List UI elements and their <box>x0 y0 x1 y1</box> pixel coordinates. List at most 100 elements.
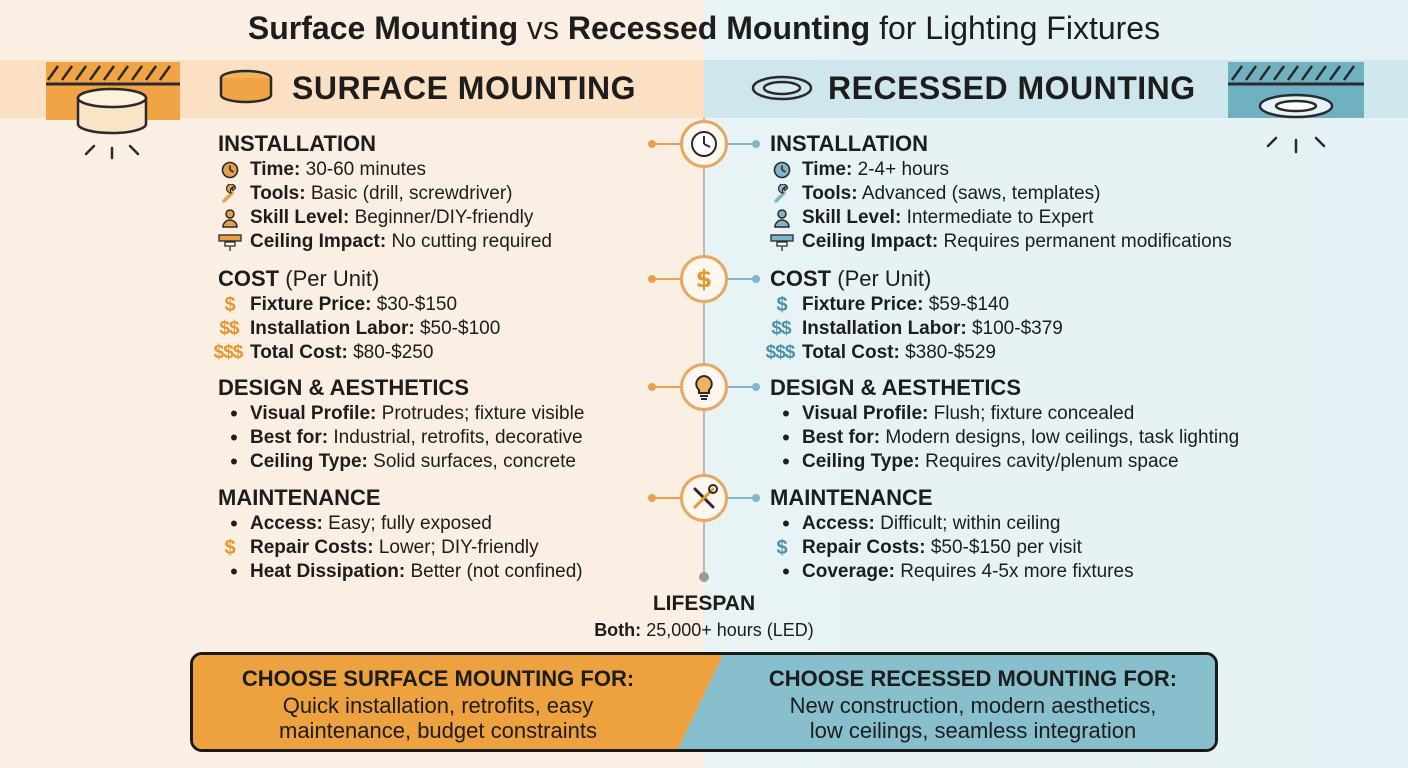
item-label: Time: <box>802 159 853 180</box>
wrench-icon <box>218 182 242 206</box>
page-title: Surface Mounting vs Recessed Mounting fo… <box>0 10 1408 47</box>
item-label: Visual Profile: <box>802 403 929 424</box>
bullet-icon: • <box>782 559 790 584</box>
list-item: •Visual Profile: Flush; fixture conceale… <box>770 402 1239 426</box>
recessed-recommendation-title: CHOOSE RECESSED MOUNTING FOR: <box>768 666 1178 691</box>
item-value: Advanced (saws, templates) <box>861 183 1101 204</box>
title-surface: Surface Mounting <box>247 10 519 46</box>
dollar-icon: $ <box>224 537 236 559</box>
title-tail: for Lighting Fixtures <box>879 10 1161 46</box>
item-label: Skill Level: <box>250 207 350 228</box>
item-label: Repair Costs: <box>250 537 374 558</box>
section-heading-sub: (Per Unit) <box>285 266 380 291</box>
list-item: Tools: Basic (drill, screwdriver) <box>218 182 552 206</box>
surface-ceiling-light-illustration <box>46 62 180 160</box>
section-heading-text: COST <box>770 266 832 291</box>
item-value: Solid surfaces, concrete <box>373 451 576 472</box>
lifespan-title: LIFESPAN <box>652 592 756 615</box>
design-section: DESIGN & AESTHETICS•Visual Profile: Flus… <box>770 374 1239 474</box>
item-label: Installation Labor: <box>250 318 415 339</box>
list-item: Skill Level: Beginner/DIY-friendly <box>218 206 552 230</box>
bullet-icon: • <box>782 511 790 536</box>
list-item: •Visual Profile: Protrudes; fixture visi… <box>218 402 584 426</box>
cost-section: COST (Per Unit)$Fixture Price: $30-$150$… <box>214 265 501 365</box>
recessed-recommendation: CHOOSE RECESSED MOUNTING FOR: New constr… <box>743 665 1203 743</box>
surface-recommendation-line: Quick installation, retrofits, easy <box>282 693 594 718</box>
connector-left <box>648 275 680 283</box>
list-item: •Access: Difficult; within ceiling <box>770 512 1134 536</box>
list-item: Skill Level: Intermediate to Expert <box>770 206 1232 230</box>
dollar-icon: $ <box>776 294 788 316</box>
item-value: $380-$529 <box>905 342 996 363</box>
lifespan-hours: 25,000+ hours (LED) <box>646 620 814 640</box>
item-value: No cutting required <box>391 231 553 252</box>
item-value: Flush; fixture concealed <box>933 403 1135 424</box>
item-label: Skill Level: <box>802 207 902 228</box>
list-item: Time: 2-4+ hours <box>770 158 1232 182</box>
dollar-icon: $ <box>224 294 236 316</box>
svg-text:$: $ <box>696 265 713 293</box>
bullet-icon: • <box>230 511 238 536</box>
installation-heading: INSTALLATION <box>218 130 552 158</box>
maintenance-section: MAINTENANCE•Access: Easy; fully exposed$… <box>218 484 583 584</box>
clock-icon <box>770 158 794 182</box>
bullet-icon: • <box>230 425 238 450</box>
item-label: Fixture Price: <box>250 294 372 315</box>
bullet-icon: • <box>230 449 238 474</box>
list-item: $Fixture Price: $30-$150 <box>218 293 500 317</box>
list-item: $Repair Costs: $50-$150 per visit <box>770 536 1134 560</box>
item-label: Repair Costs: <box>802 537 926 558</box>
center-divider-end-dot <box>699 572 709 582</box>
surface-recommendation: CHOOSE SURFACE MOUNTING FOR: Quick insta… <box>213 665 663 743</box>
item-value: Requires 4-5x more fixtures <box>900 561 1134 582</box>
item-value: Basic (drill, screwdriver) <box>310 183 513 204</box>
maintenance-heading: MAINTENANCE <box>770 484 1134 512</box>
recessed-recommendation-line: low ceilings, seamless integration <box>809 718 1137 743</box>
item-value: 30-60 minutes <box>305 159 427 180</box>
connector-left <box>648 383 680 391</box>
item-label: Ceiling Type: <box>250 451 368 472</box>
lifespan-label: Both: <box>594 620 642 640</box>
maintenance-section: MAINTENANCE•Access: Difficult; within ce… <box>770 484 1134 584</box>
item-value: $100-$379 <box>971 318 1063 339</box>
list-item: •Best for: Modern designs, low ceilings,… <box>770 426 1239 450</box>
item-label: Heat Dissipation: <box>250 561 406 582</box>
item-value: $80-$250 <box>353 342 434 363</box>
wrench-icon <box>770 182 794 206</box>
dollar-icon: $ <box>776 537 788 559</box>
list-item: Ceiling Impact: Requires permanent modif… <box>770 230 1232 254</box>
section-heading-sub: (Per Unit) <box>837 266 932 291</box>
lifespan-value: Both: 25,000+ hours (LED) <box>0 620 1408 641</box>
list-item: •Best for: Industrial, retrofits, decora… <box>218 426 584 450</box>
list-item: • Access: Easy; fully exposed <box>218 512 583 536</box>
dollar-icon: $$$ <box>213 342 244 363</box>
list-item: $$$Total Cost: $80-$250 <box>214 341 500 365</box>
recessed-fixture-icon <box>751 75 813 101</box>
design-section: DESIGN & AESTHETICS•Visual Profile: Prot… <box>218 374 584 474</box>
item-value: Easy; fully exposed <box>328 513 492 534</box>
surface-recommendation-line: maintenance, budget constraints <box>279 718 597 743</box>
ceiling-icon <box>770 230 794 254</box>
dollar-icon: $$ <box>771 318 791 339</box>
bullet-icon: • <box>782 449 790 474</box>
list-item: $ Repair Costs: Lower; DIY-friendly <box>218 536 583 560</box>
connector-right <box>728 275 760 283</box>
connector-left <box>648 494 680 502</box>
item-label: Time: <box>250 159 301 180</box>
item-label: Access: <box>250 513 323 534</box>
list-item: $$Installation Labor: $50-$100 <box>218 317 500 341</box>
item-value: 2-4+ hours <box>857 159 949 180</box>
title-vs: vs <box>527 10 560 46</box>
clock-icon <box>218 158 242 182</box>
bullet-icon: • <box>230 401 238 426</box>
person-icon <box>218 206 242 230</box>
list-item: $$Installation Labor: $100-$379 <box>770 317 1063 341</box>
item-value: Lower; DIY-friendly <box>378 537 539 558</box>
installation-node <box>680 120 728 168</box>
item-label: Best for: <box>250 427 329 448</box>
item-label: Tools: <box>250 183 306 204</box>
list-item: Tools: Advanced (saws, templates) <box>770 182 1232 206</box>
connector-right <box>728 383 760 391</box>
section-heading-text: DESIGN & AESTHETICS <box>218 375 469 400</box>
